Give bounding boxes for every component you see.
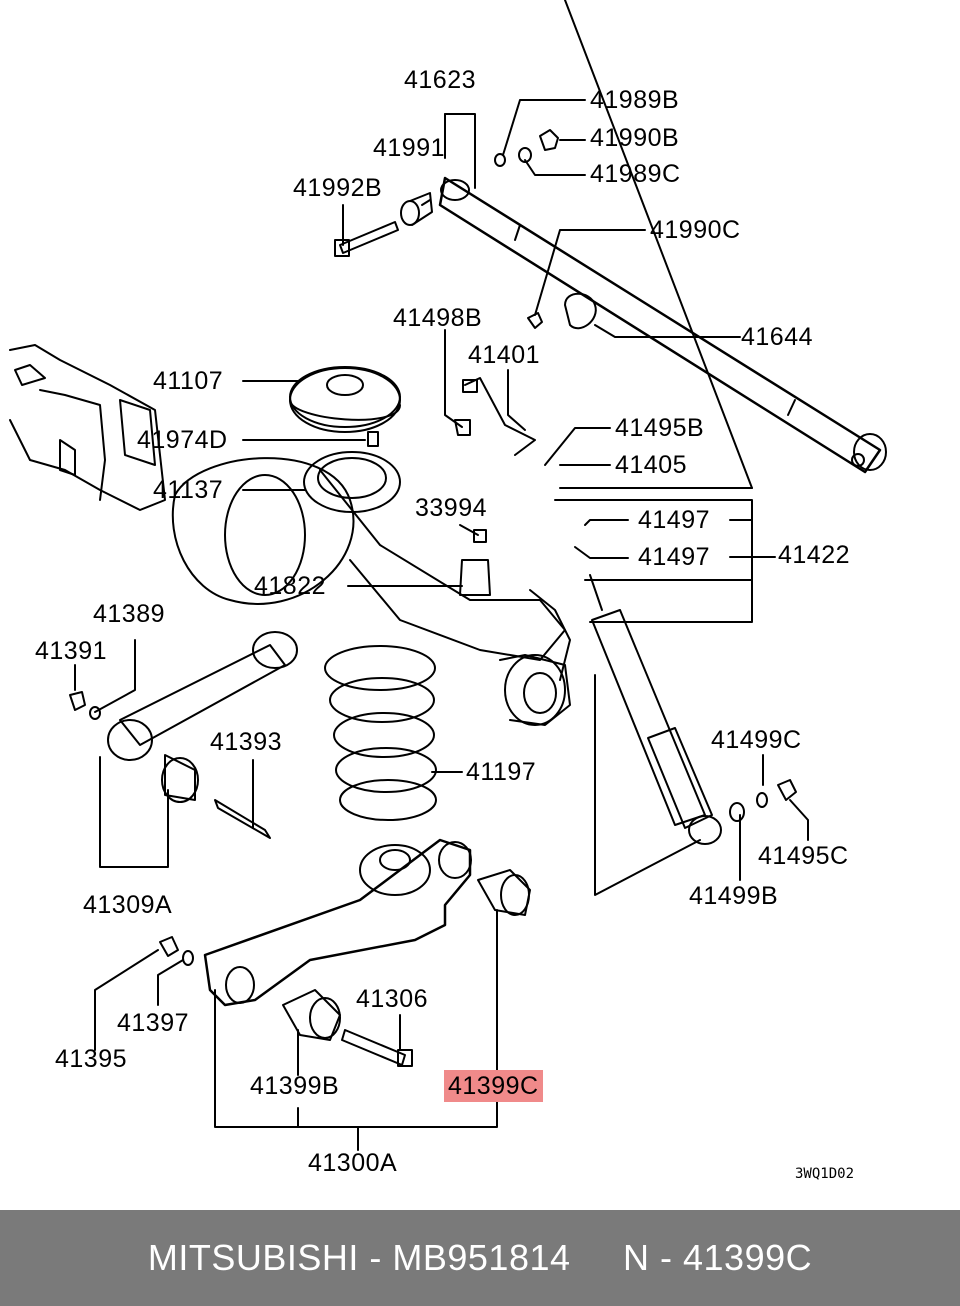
part-label-41405: 41405 bbox=[615, 451, 688, 479]
part-label-41822: 41822 bbox=[254, 572, 327, 600]
leader-41989B bbox=[502, 99, 586, 156]
part-label-41399C-highlighted[interactable]: 41399C bbox=[444, 1070, 543, 1102]
part-label-41495B: 41495B bbox=[615, 414, 705, 442]
part-label-41498B: 41498B bbox=[393, 304, 483, 332]
footer-bar: MITSUBISHI - MB951814 N - 41399C bbox=[0, 1210, 960, 1306]
part-label-41623: 41623 bbox=[404, 66, 477, 94]
part-label-41401: 41401 bbox=[468, 341, 541, 369]
diagram-code: 3WQ1D02 bbox=[795, 1166, 855, 1182]
part-label-41497-upper: 41497 bbox=[638, 506, 711, 534]
part-label-41397: 41397 bbox=[117, 1009, 190, 1037]
part-label-41395: 41395 bbox=[55, 1045, 128, 1073]
part-label-41393: 41393 bbox=[210, 728, 283, 756]
part-label-41991: 41991 bbox=[373, 134, 446, 162]
part-label-41992B: 41992B bbox=[293, 174, 383, 202]
part-label-41422: 41422 bbox=[778, 541, 851, 569]
part-label-41990B: 41990B bbox=[590, 124, 680, 152]
part-label-41197: 41197 bbox=[466, 758, 537, 786]
part-label-33994: 33994 bbox=[415, 494, 488, 522]
part-label-41495C: 41495C bbox=[758, 842, 849, 870]
part-label-41300A: 41300A bbox=[308, 1149, 398, 1177]
part-label-41399B: 41399B bbox=[250, 1072, 340, 1100]
part-label-41644: 41644 bbox=[741, 323, 814, 351]
part-label-41389: 41389 bbox=[93, 600, 166, 628]
part-label-41974D: 41974D bbox=[137, 426, 228, 454]
part-label-41306: 41306 bbox=[356, 985, 429, 1013]
part-label-41499B: 41499B bbox=[689, 882, 779, 910]
part-label-41497-lower: 41497 bbox=[638, 543, 711, 571]
leader-41623 bbox=[444, 113, 476, 189]
part-label-41989B: 41989B bbox=[590, 86, 680, 114]
part-label-41391: 41391 bbox=[35, 637, 108, 665]
part-label-41989C: 41989C bbox=[590, 160, 681, 188]
part-label-41137: 41137 bbox=[153, 476, 224, 504]
suspension-parts-diagram bbox=[9, 0, 887, 1151]
part-label-41990C: 41990C bbox=[650, 216, 741, 244]
footer-part-number: MITSUBISHI - MB951814 N - 41399C bbox=[147, 1237, 813, 1278]
part-label-41499C: 41499C bbox=[711, 726, 802, 754]
part-label-41309A: 41309A bbox=[83, 891, 173, 919]
part-label-41107: 41107 bbox=[153, 367, 224, 395]
